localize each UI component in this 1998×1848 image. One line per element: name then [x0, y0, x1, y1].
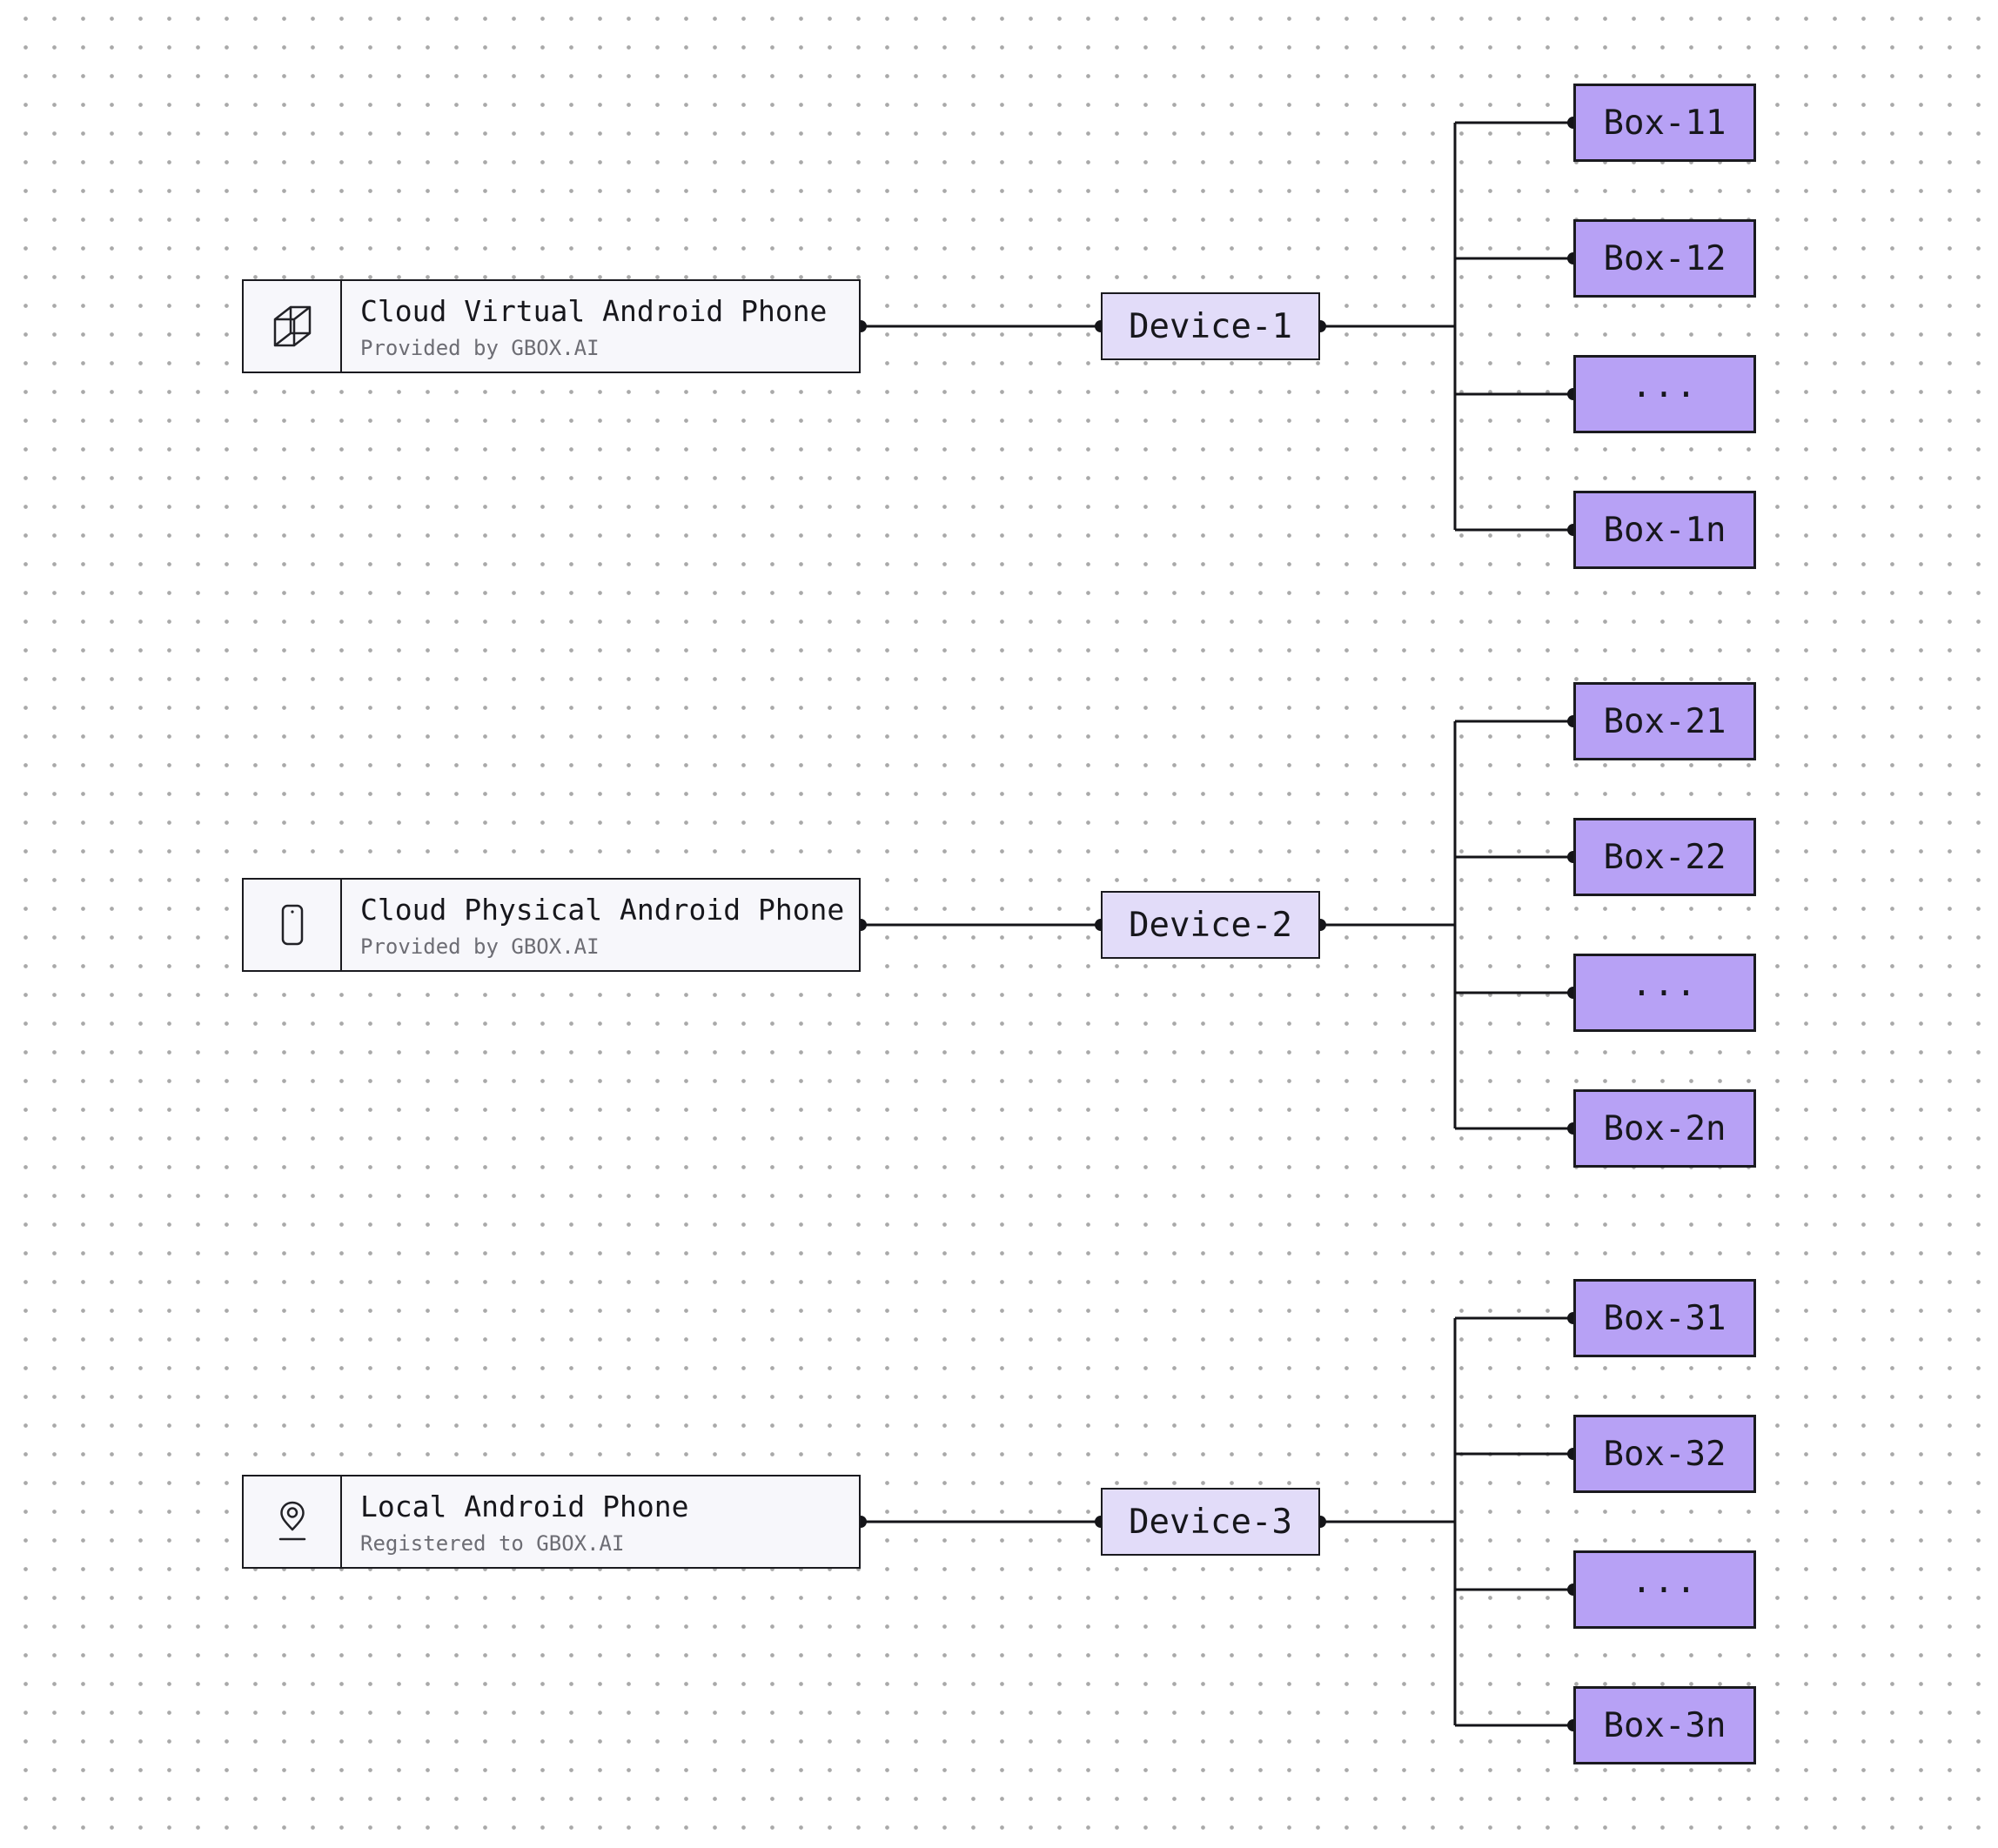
card-subtitle: Provided by GBOX.AI [360, 336, 600, 361]
box-node-1n: Box-1n [1573, 491, 1756, 569]
box-node-31: Box-31 [1573, 1279, 1756, 1357]
card-text: Cloud Virtual Android Phone Provided by … [342, 281, 859, 372]
card-subtitle: Provided by GBOX.AI [360, 934, 600, 960]
box-node-1-ellipsis: ... [1573, 355, 1756, 433]
source-card-cloud-physical: Cloud Physical Android Phone Provided by… [242, 878, 861, 972]
card-subtitle: Registered to GBOX.AI [360, 1531, 625, 1557]
box-node-3n: Box-3n [1573, 1686, 1756, 1764]
card-text: Local Android Phone Registered to GBOX.A… [342, 1476, 859, 1567]
cube-3d-icon [273, 305, 311, 347]
box-node-11: Box-11 [1573, 84, 1756, 162]
device-node-1: Device-1 [1101, 292, 1320, 360]
source-card-local: Local Android Phone Registered to GBOX.A… [242, 1475, 861, 1569]
box-node-32: Box-32 [1573, 1415, 1756, 1493]
source-card-cloud-virtual: Cloud Virtual Android Phone Provided by … [242, 279, 861, 373]
smartphone-icon [281, 904, 303, 946]
card-icon-cell [244, 880, 342, 970]
device-node-3: Device-3 [1101, 1488, 1320, 1556]
box-node-12: Box-12 [1573, 219, 1756, 298]
card-title: Cloud Virtual Android Phone [360, 294, 828, 329]
card-icon-cell [244, 1476, 342, 1567]
box-node-22: Box-22 [1573, 818, 1756, 896]
box-node-21: Box-21 [1573, 682, 1756, 760]
location-pin-icon [278, 1501, 305, 1541]
card-title: Cloud Physical Android Phone [360, 893, 845, 927]
box-node-2n: Box-2n [1573, 1089, 1756, 1168]
card-icon-cell [244, 281, 342, 372]
box-node-2-ellipsis: ... [1573, 954, 1756, 1032]
card-text: Cloud Physical Android Phone Provided by… [342, 880, 859, 970]
box-node-3-ellipsis: ... [1573, 1550, 1756, 1629]
card-title: Local Android Phone [360, 1490, 689, 1524]
device-node-2: Device-2 [1101, 891, 1320, 959]
